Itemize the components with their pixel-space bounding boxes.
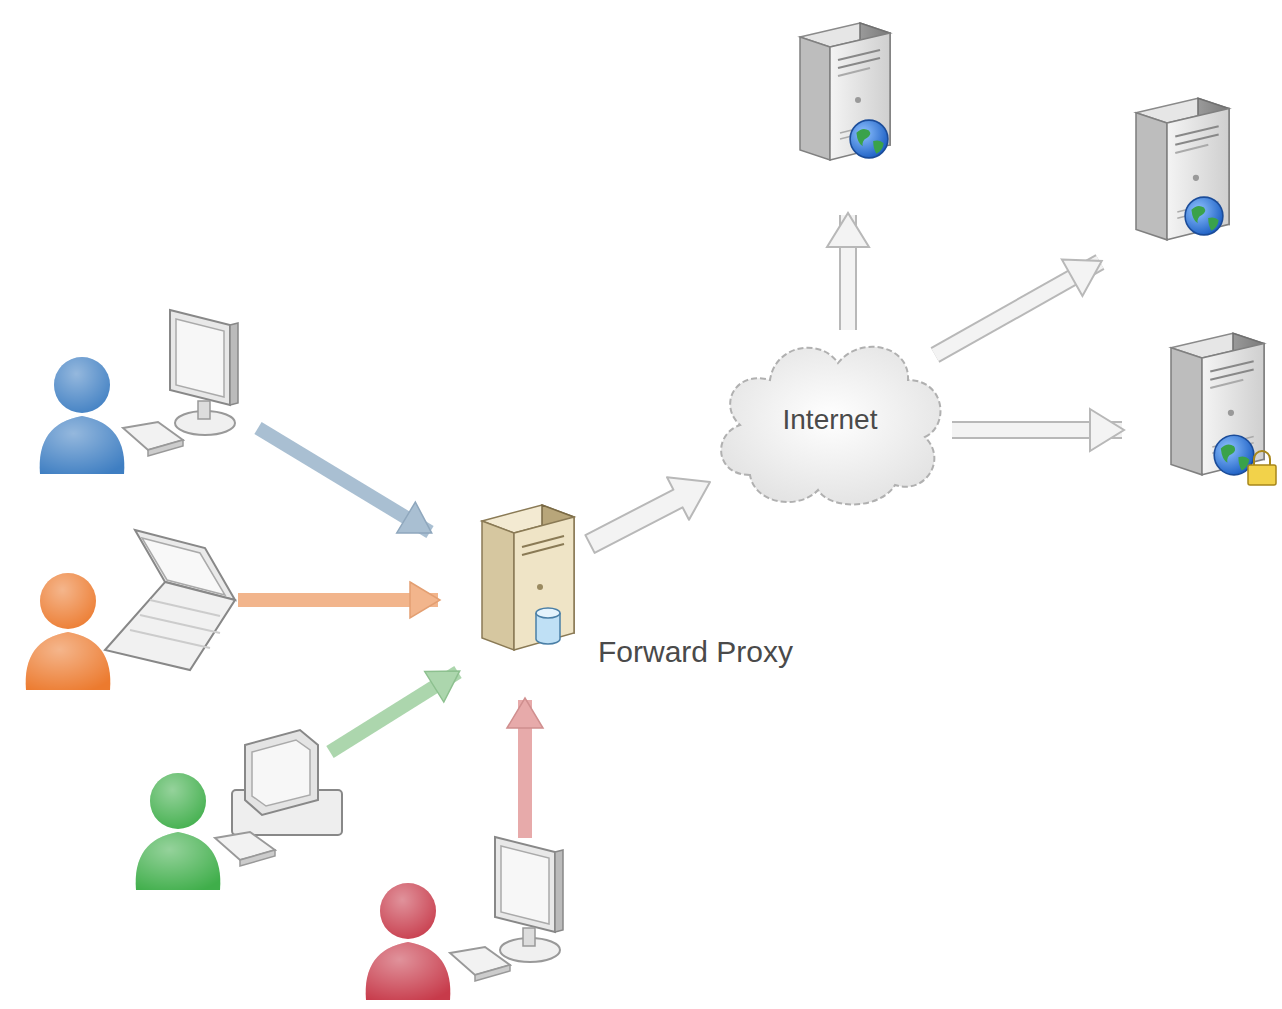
internet-cloud: Internet bbox=[710, 325, 950, 515]
blue-user bbox=[40, 310, 238, 474]
web-server bbox=[800, 23, 890, 160]
proxy-server: Forward Proxy bbox=[470, 495, 590, 655]
user-arrow bbox=[238, 428, 525, 838]
proxy-server-icon bbox=[470, 495, 590, 655]
cloud-label: Internet bbox=[783, 404, 878, 436]
web-server bbox=[1136, 98, 1229, 240]
red-user bbox=[366, 837, 563, 1000]
green-user bbox=[136, 730, 342, 890]
orange-user bbox=[26, 530, 235, 690]
secure-web-server bbox=[1171, 333, 1276, 485]
proxy-label: Forward Proxy bbox=[598, 635, 793, 669]
block-arrow bbox=[585, 477, 710, 553]
